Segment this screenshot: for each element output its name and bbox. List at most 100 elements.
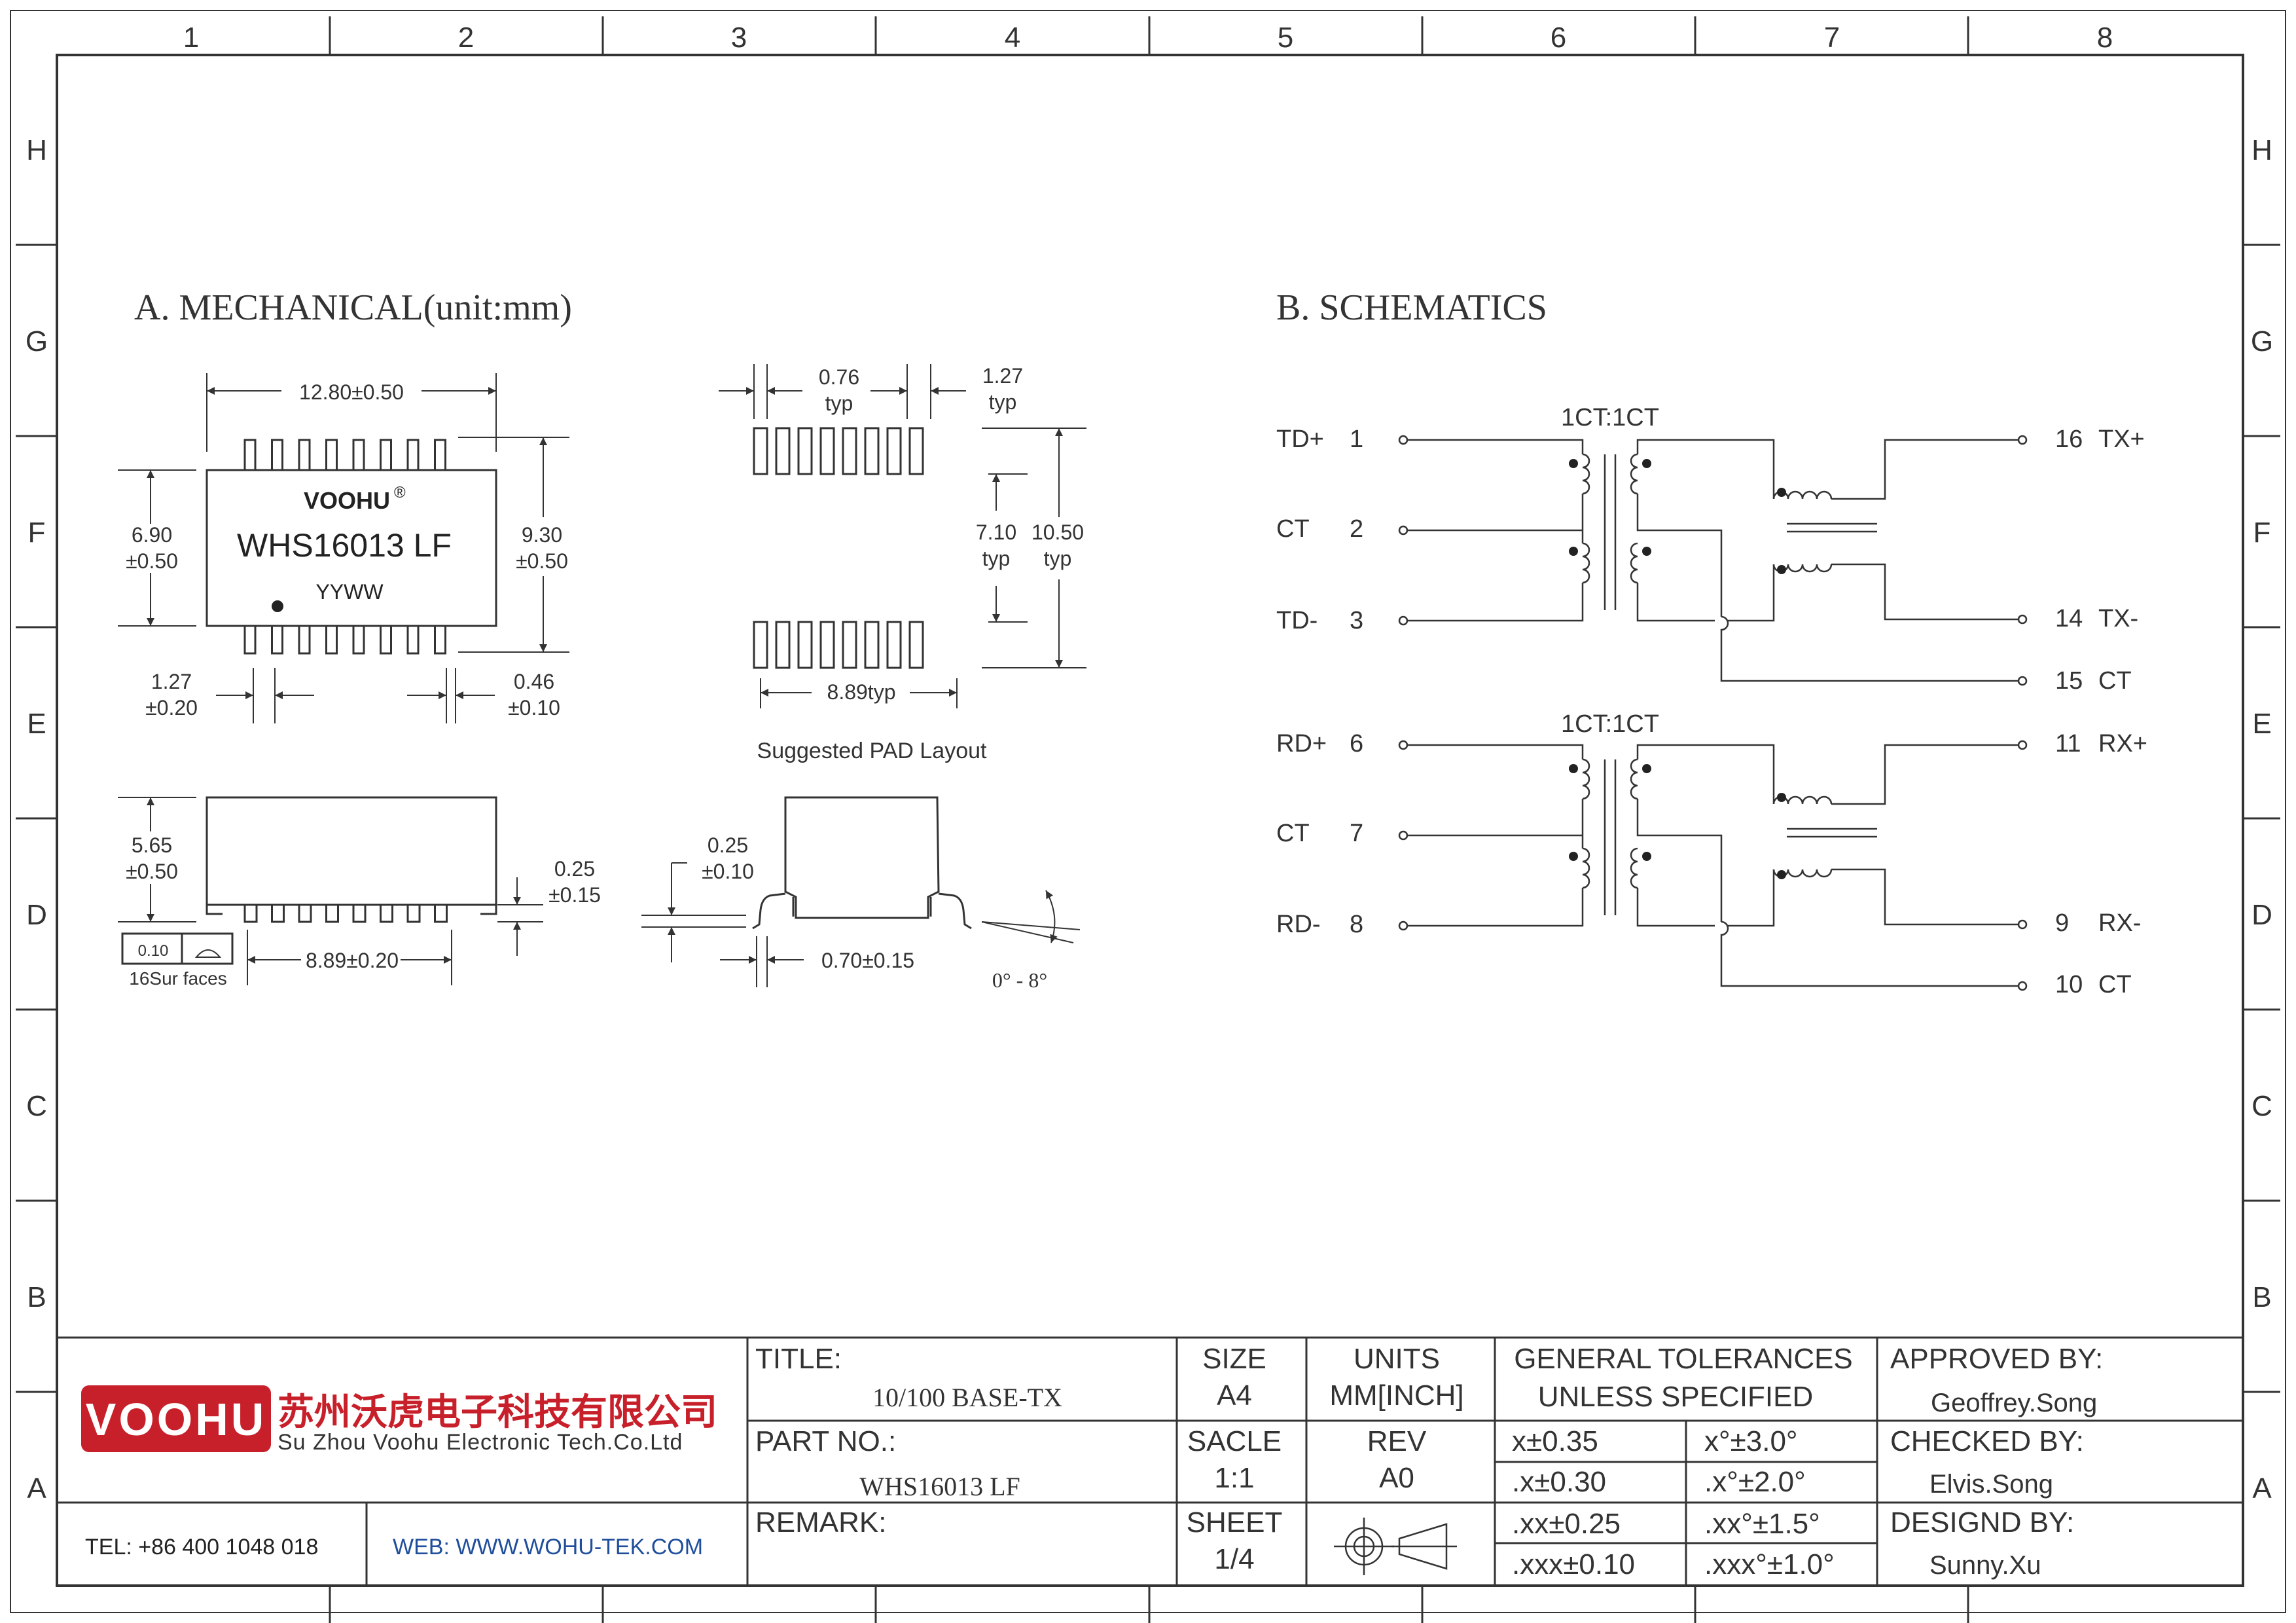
col-label: 8 xyxy=(2097,22,2113,54)
row-label: H xyxy=(26,134,47,166)
col-label: 2 xyxy=(458,22,474,54)
designed-label: DESIGND BY: xyxy=(1890,1506,2074,1539)
row-label: E xyxy=(27,708,46,740)
approved-by-name: Geoffrey.Song xyxy=(1931,1389,2097,1417)
dim-length: 12.80±0.50 xyxy=(299,380,404,404)
solder-pad xyxy=(775,621,791,669)
wire xyxy=(1831,563,2018,621)
package-lead xyxy=(325,625,338,655)
solder-pad xyxy=(908,621,924,669)
checked-by-name: Elvis.Song xyxy=(1929,1470,2053,1499)
tolerance-linear: .x±0.30 xyxy=(1512,1466,1606,1498)
pin-number: 6 xyxy=(1350,730,1363,757)
company-web-link[interactable]: WEB: WWW.WOHU-TEK.COM xyxy=(393,1535,703,1559)
tolerance-header: GENERAL TOLERANCES xyxy=(1514,1343,1853,1375)
solder-pad xyxy=(797,621,813,669)
pin-number: 1 xyxy=(1350,426,1363,453)
package-lead xyxy=(271,439,283,471)
pin-terminal xyxy=(2017,919,2028,930)
solder-pad xyxy=(864,427,880,475)
pin-terminal xyxy=(2017,614,2028,625)
pin-number: 11 xyxy=(2055,730,2081,757)
solder-pad xyxy=(797,427,813,475)
title-block-grid xyxy=(57,1336,2243,1586)
dim-lead-thickness-tol: ±0.10 xyxy=(702,860,754,883)
wire xyxy=(1636,744,1775,804)
package-lead xyxy=(352,903,367,923)
row-label: A xyxy=(27,1472,46,1504)
scale-label: SACLE xyxy=(1187,1425,1282,1457)
pin-terminal xyxy=(1398,525,1408,536)
pin-terminal xyxy=(1398,740,1408,750)
pin-name: RD- xyxy=(1276,911,1321,938)
tolerance-angular: .xxx°±1.0° xyxy=(1704,1548,1835,1580)
package-lead xyxy=(352,625,365,655)
pad-layout-dims xyxy=(719,364,1086,708)
side-view xyxy=(206,796,497,923)
pad-width-note: typ xyxy=(825,392,853,415)
package-lead xyxy=(352,439,365,471)
pin-number: 14 xyxy=(2055,605,2083,632)
pin-terminal xyxy=(1398,830,1408,841)
solder-pad xyxy=(886,621,902,669)
surfaces-note: 16Sur faces xyxy=(129,968,226,989)
wire xyxy=(1636,583,1715,622)
package-lead xyxy=(298,903,312,923)
package-lead xyxy=(271,903,285,923)
tolerance-linear: x±0.35 xyxy=(1512,1425,1598,1457)
package-brand: VOOHU xyxy=(304,487,390,514)
solder-pad xyxy=(908,427,924,475)
frame-ticks xyxy=(16,16,2280,1623)
pin-terminal xyxy=(2017,435,2028,445)
size-value: A4 xyxy=(1217,1379,1252,1412)
dim-angle: 0° - 8° xyxy=(992,968,1047,992)
pad-outer-span-note: typ xyxy=(1044,547,1072,570)
package-lead xyxy=(325,439,338,471)
row-label: B xyxy=(27,1281,46,1313)
row-label: D xyxy=(2251,899,2272,931)
pin-number: 8 xyxy=(1350,911,1363,938)
package-lead xyxy=(380,903,393,923)
row-label: D xyxy=(26,899,47,931)
pin-number: 7 xyxy=(1350,820,1363,847)
package-lead xyxy=(434,625,446,655)
solder-pad xyxy=(775,427,791,475)
pin-name: CT xyxy=(2098,667,2132,695)
secondary-winding xyxy=(1630,453,1638,495)
rev-value: A0 xyxy=(1379,1462,1414,1494)
pin-name: TX- xyxy=(2098,605,2138,632)
pin-name: CT xyxy=(1276,820,1310,847)
units-value: MM[INCH] xyxy=(1329,1379,1463,1412)
pin-name: CT xyxy=(1276,515,1310,543)
frame-labels: 1 2 3 4 5 6 7 8 H G F E D C B A H G F E … xyxy=(26,22,2273,1504)
wire xyxy=(1636,799,1723,922)
solder-pad xyxy=(864,621,880,669)
coplanarity-value: 0.10 xyxy=(138,942,169,960)
pin-name: TX+ xyxy=(2098,426,2145,453)
size-label: SIZE xyxy=(1202,1343,1266,1375)
pin-terminal xyxy=(1398,921,1408,931)
pin-name: CT xyxy=(2098,971,2132,998)
wire xyxy=(1636,439,1775,499)
wire xyxy=(1728,564,1775,622)
sheet-value: 1/4 xyxy=(1214,1543,1254,1575)
dim-lead-width: 0.46 xyxy=(514,670,554,693)
pin-number: 3 xyxy=(1350,607,1363,634)
pin-name: RD+ xyxy=(1276,730,1327,757)
center-tap-wire xyxy=(1720,615,2018,682)
dim-lead-thickness: 0.25 xyxy=(708,833,748,857)
polarity-dot xyxy=(1777,870,1786,879)
primary-winding xyxy=(1582,758,1590,800)
dim-height: 5.65 xyxy=(132,833,172,857)
col-label: 7 xyxy=(1824,22,1840,54)
primary-winding xyxy=(1582,847,1590,889)
package-lead xyxy=(271,625,283,655)
polarity-dot xyxy=(1777,565,1786,574)
pin-name: RX- xyxy=(2098,909,2141,937)
polarity-dot xyxy=(1642,764,1651,773)
row-label: C xyxy=(26,1090,47,1122)
solder-pad xyxy=(753,621,768,669)
package-lead xyxy=(380,439,392,471)
col-label: 1 xyxy=(183,22,199,54)
